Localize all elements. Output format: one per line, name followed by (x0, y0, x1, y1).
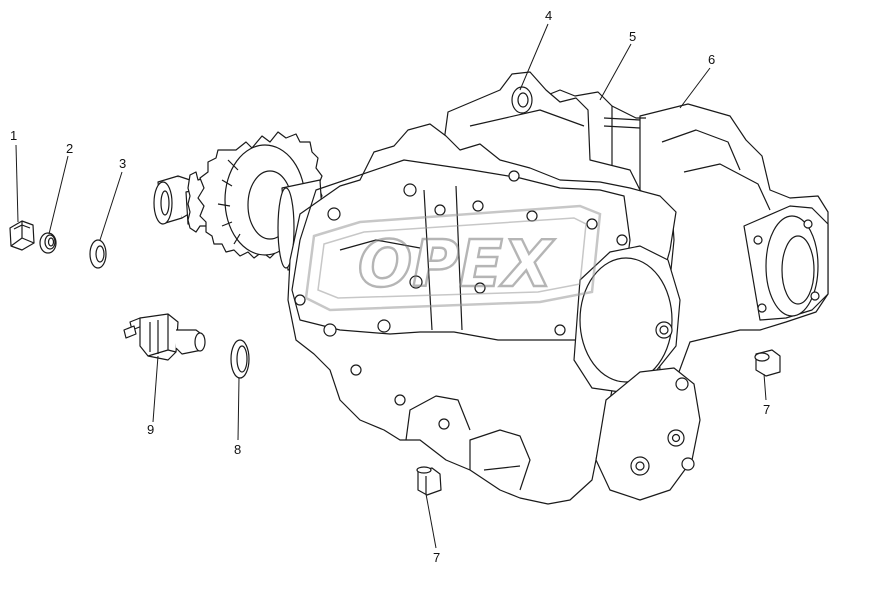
leader-6 (679, 67, 711, 109)
callout-1: 1 (10, 128, 18, 143)
leader-7-right (763, 373, 767, 401)
leader-8 (237, 377, 240, 441)
part-7-dowel-pin-right (754, 349, 781, 377)
callout-8: 8 (234, 442, 242, 457)
callout-3: 3 (119, 156, 127, 171)
leader-9 (152, 355, 159, 423)
watermark-text: OPEX (358, 228, 555, 302)
callout-7-bottom: 7 (433, 550, 441, 565)
leader-7-bottom (425, 493, 437, 549)
leader-4 (519, 23, 549, 91)
transmission-housing (287, 123, 701, 505)
opex-watermark: OPEX (304, 204, 602, 312)
leader-3 (99, 171, 123, 241)
leader-2 (48, 155, 69, 235)
part-9-speed-sensor (123, 313, 206, 361)
part-8-o-ring (230, 339, 250, 379)
callout-9: 9 (147, 422, 155, 437)
part-1-nut (9, 220, 35, 251)
leader-1 (15, 144, 19, 223)
callout-2: 2 (66, 141, 74, 156)
callout-4: 4 (545, 8, 553, 23)
leader-5 (599, 43, 632, 101)
callout-6: 6 (708, 52, 716, 67)
part-3-flat-washer (89, 239, 107, 269)
callout-7-right: 7 (763, 402, 771, 417)
leader-lines (15, 23, 767, 549)
part-2-lock-washer (39, 232, 57, 254)
callout-5: 5 (629, 29, 637, 44)
part-7-dowel-pin-bottom (416, 466, 442, 496)
gear-assembly (153, 131, 326, 271)
